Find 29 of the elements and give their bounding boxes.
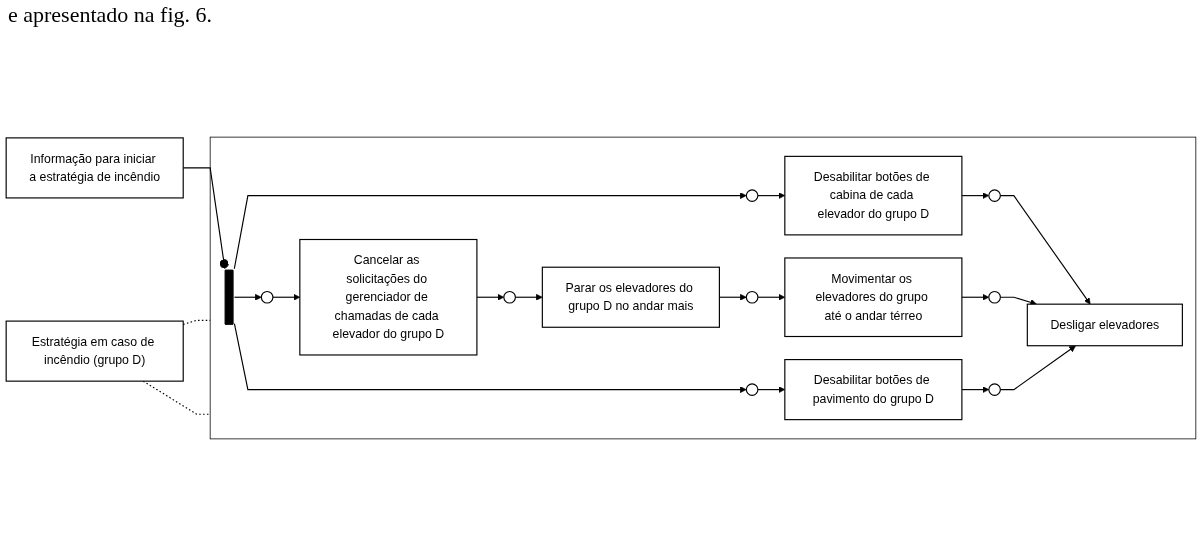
node-circle — [988, 290, 1001, 304]
node-box: Desabilitar botões de pavimento do grupo D — [784, 359, 963, 421]
arrow — [476, 293, 505, 301]
node-box: Informação para iniciar a estratégia de incêndio — [5, 137, 184, 199]
node-circle — [988, 189, 1001, 202]
node-circle — [260, 290, 274, 304]
arrow — [961, 192, 990, 199]
node-circle — [745, 189, 759, 202]
arrow — [233, 192, 747, 270]
body-text: e apresentado na fig. 6. — [8, 2, 214, 28]
arrow — [514, 293, 543, 301]
arrow — [999, 345, 1076, 391]
cluster — [209, 136, 1197, 440]
arrow — [999, 296, 1037, 306]
node-circle — [503, 290, 516, 304]
arrow — [233, 323, 747, 393]
node-box: Desligar elevadores — [1026, 303, 1183, 347]
node-circle — [988, 383, 1001, 396]
node-box: Desabilitar botões de cabina de cada elevador do grupo D — [784, 155, 963, 236]
node-circle — [745, 290, 759, 304]
arrow — [999, 195, 1091, 305]
arrow — [233, 293, 262, 301]
node-box: Estratégia em caso de incêndio (grupo D) — [5, 320, 184, 382]
node-circle — [745, 383, 759, 396]
node-box: Movimentar os elevadores do grupo até o andar térreo — [784, 257, 963, 338]
arrow — [961, 386, 990, 393]
node-box: Parar os elevadores do grupo D no andar mais — [541, 266, 720, 328]
arrow — [961, 293, 990, 301]
node-box: Cancelar as solicitações do gerenciador de chamadas de cada elevador do grupo D — [299, 238, 478, 356]
